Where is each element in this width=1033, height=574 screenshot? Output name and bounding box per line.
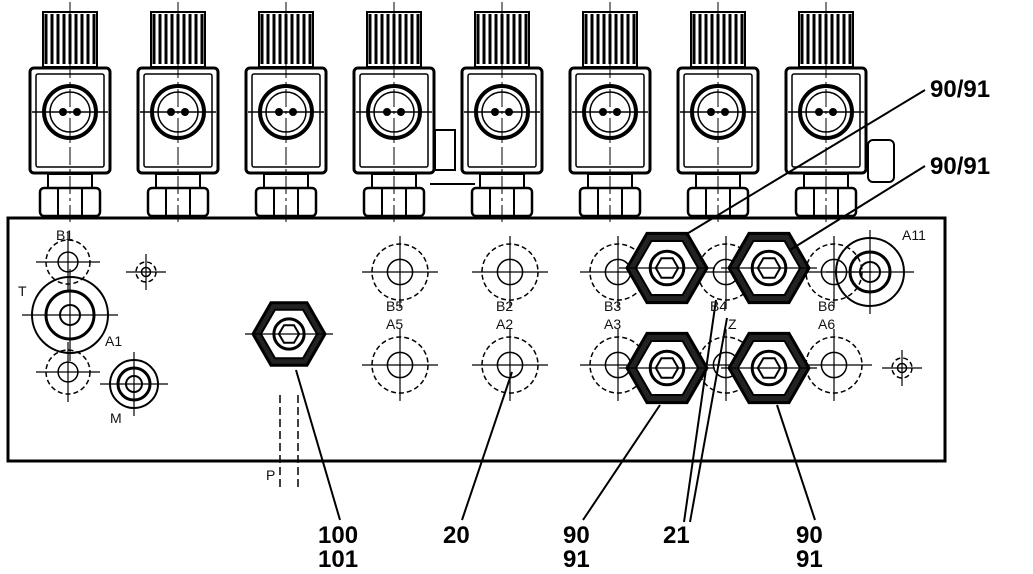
solenoid-valve [136,2,220,222]
connector-pin [613,108,621,116]
connector-bar [434,129,456,171]
port-hole-lower [362,329,438,401]
leader-20 [461,371,513,521]
port-hole-lower [472,329,548,401]
solenoid-valve [244,2,328,222]
port-label-a1: A1 [105,333,122,349]
port-label-b1: B1 [56,227,73,243]
callout-90-91-right: 90/91 [930,153,990,180]
callout-90-right: 90 [796,522,823,549]
connector-pin [505,108,513,116]
leader-21-a [683,299,717,523]
hex-plug-90-91-d [721,331,817,405]
connector-pin [167,108,175,116]
manifold-block [6,216,947,463]
connector-pin [721,108,729,116]
solenoid-valve-row [28,2,895,222]
connector-pin [383,108,391,116]
connector-pin [275,108,283,116]
port-hole-a1 [36,342,100,402]
hex-plugs [245,231,817,405]
port-label-a6: A6 [818,316,835,332]
connector-pin [491,108,499,116]
connector-pin [59,108,67,116]
callout-101: 101 [318,546,358,573]
callout-100: 100 [318,522,358,549]
leader-90-right [776,404,816,521]
port-label-a11: A11 [902,227,926,243]
leader-21-b [689,317,728,523]
port-label-b6: B6 [818,298,835,314]
port-label-t: T [18,283,27,299]
port-label-a2: A2 [496,316,513,332]
port-hole-upper [472,236,548,308]
connector-pin [181,108,189,116]
port-label-b3: B3 [604,298,621,314]
connector-pin [73,108,81,116]
port-label-b5: B5 [386,298,403,314]
callout-91-right: 91 [796,546,823,573]
leader-90-91-right [789,165,926,251]
hex-plug-90-91-a [619,231,715,305]
port-a11 [826,230,914,314]
solenoid-valve [28,2,112,222]
connector-pin [829,108,837,116]
port-hole-small [126,254,166,290]
port-t [22,269,118,361]
connector-pin [599,108,607,116]
port-label-a3: A3 [604,316,621,332]
callout-91-left: 91 [563,546,590,573]
connector-pin [815,108,823,116]
leader-90-left [582,404,661,521]
leader-lines [295,89,926,523]
connector-pin [707,108,715,116]
port-hole-small-right [882,350,922,386]
port-label-b4: B4 [710,298,727,314]
callout-90-left: 90 [563,522,590,549]
solenoid-valve [460,2,544,222]
hex-plug-90-91-b [721,231,817,305]
solenoid-valve [784,2,868,222]
port-m [100,352,168,416]
solenoid-valve [676,2,760,222]
port-hole-upper [362,236,438,308]
port-hole-b1 [36,232,100,292]
callout-90-91-top: 90/91 [930,76,990,103]
leader-100-101 [295,369,341,521]
port-label-m: M [110,410,122,426]
port-label-b2: B2 [496,298,513,314]
cable-box [867,139,895,183]
callout-20: 20 [443,522,470,549]
solenoid-valve [568,2,652,222]
connector-pin [289,108,297,116]
leader-90-91-top [684,89,926,236]
port-holes [22,230,922,490]
hex-plug-90-91-c [619,331,715,405]
hex-plug-100-101 [245,301,333,367]
port-label-p: P [266,467,275,483]
connector-pin [397,108,405,116]
port-label-a5: A5 [386,316,403,332]
port-label-z: Z [728,316,737,332]
solenoid-valve [352,2,436,222]
callout-21: 21 [663,522,690,549]
